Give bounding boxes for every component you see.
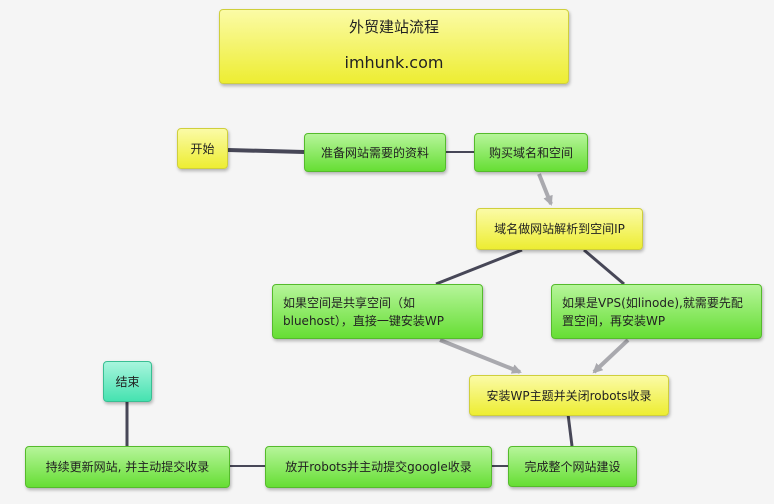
node-shared-hosting: 如果空间是共享空间（如bluehost），直接一键安装WP bbox=[272, 284, 483, 339]
diagram-subtitle: imhunk.com bbox=[344, 52, 444, 72]
node-start: 开始 bbox=[177, 128, 228, 169]
node-keep-updating: 持续更新网站, 并主动提交收录 bbox=[25, 446, 230, 488]
node-install-wp: 安装WP主题并关闭robots收录 bbox=[469, 375, 669, 416]
node-open-robots: 放开robots并主动提交google收录 bbox=[265, 446, 492, 488]
edge-install-finish bbox=[566, 413, 574, 447]
arrow-shared-install bbox=[439, 338, 522, 374]
edge-resolve-vps bbox=[583, 248, 625, 286]
edge-start-prepare bbox=[227, 148, 305, 154]
arrow-vps-install bbox=[592, 338, 630, 374]
node-finish-build: 完成整个网站建设 bbox=[508, 446, 637, 487]
diagram-title: 外贸建站流程 bbox=[348, 17, 439, 36]
node-prepare: 准备网站需要的资料 bbox=[304, 133, 446, 172]
node-resolve: 域名做网站解析到空间IP bbox=[476, 208, 643, 250]
arrow-buy-resolve bbox=[537, 173, 553, 206]
diagram-title-box: 外贸建站流程 imhunk.com bbox=[219, 9, 569, 84]
edge-resolve-shared bbox=[435, 248, 523, 286]
node-end: 结束 bbox=[103, 361, 152, 402]
node-vps: 如果是VPS(如linode),就需要先配置空间，再安装WP bbox=[551, 284, 762, 339]
node-buy: 购买域名和空间 bbox=[474, 133, 588, 172]
